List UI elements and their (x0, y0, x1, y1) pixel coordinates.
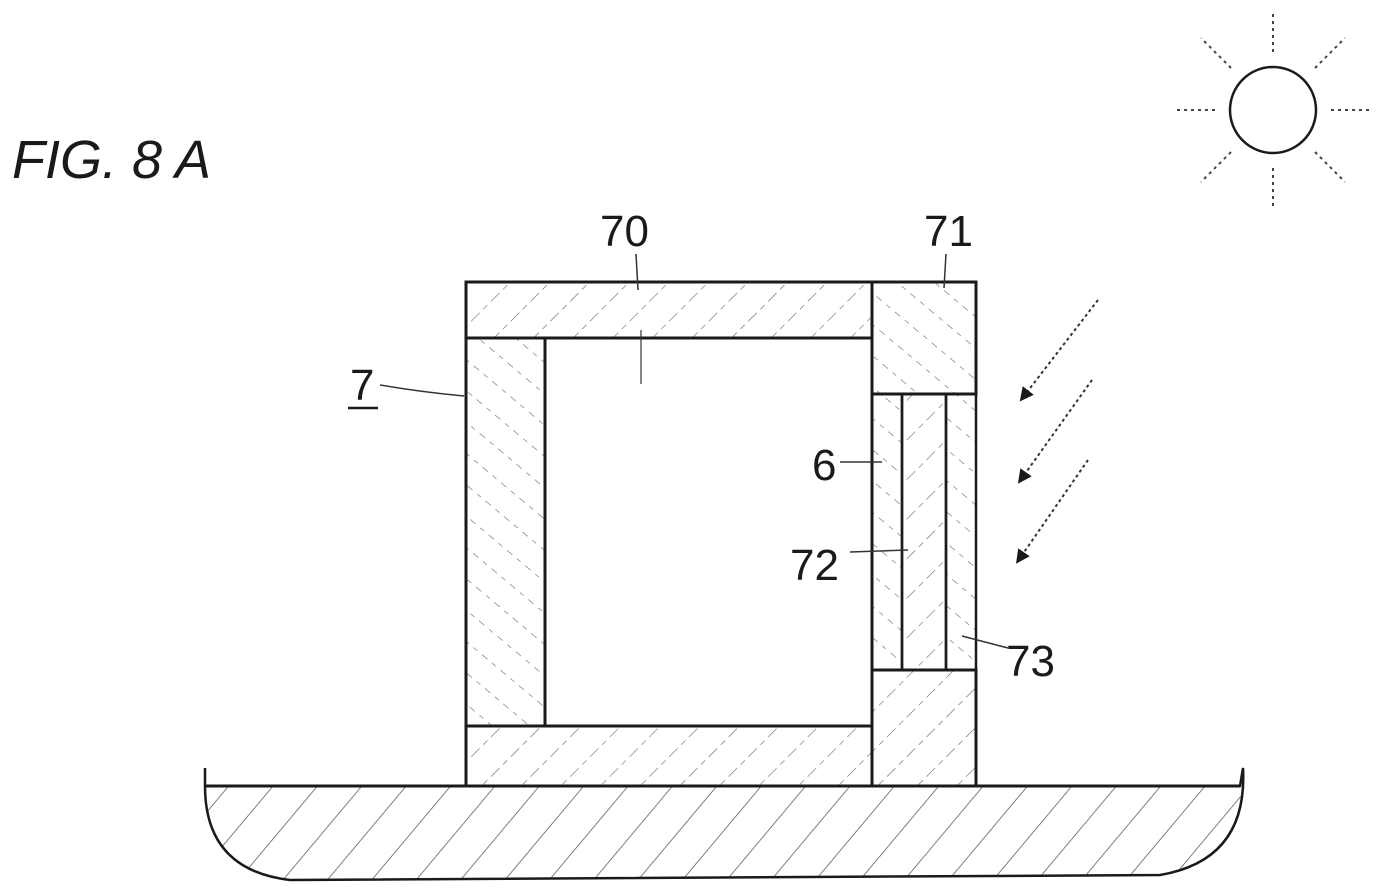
figure-title: FIG. 8 A (12, 130, 211, 190)
element-6 (870, 392, 904, 672)
side-block-bottom (870, 668, 978, 788)
label-70: 70 (600, 207, 649, 256)
bottom-plate (464, 724, 874, 788)
left-wall (464, 336, 547, 728)
housing-7 (464, 280, 978, 788)
inner-cavity (543, 336, 874, 728)
layer-72 (900, 392, 948, 672)
label-7: 7 (350, 361, 374, 410)
top-plate-70 (464, 280, 874, 340)
arrow-down-left-icon (1016, 299, 1099, 564)
label-6: 6 (812, 441, 836, 490)
label-71: 71 (924, 207, 973, 256)
sun-icon (1173, 10, 1371, 208)
base-plate (203, 767, 1245, 882)
layer-73 (944, 392, 978, 672)
label-73: 73 (1006, 637, 1055, 686)
side-block-71 (870, 280, 978, 396)
label-72: 72 (790, 541, 839, 590)
